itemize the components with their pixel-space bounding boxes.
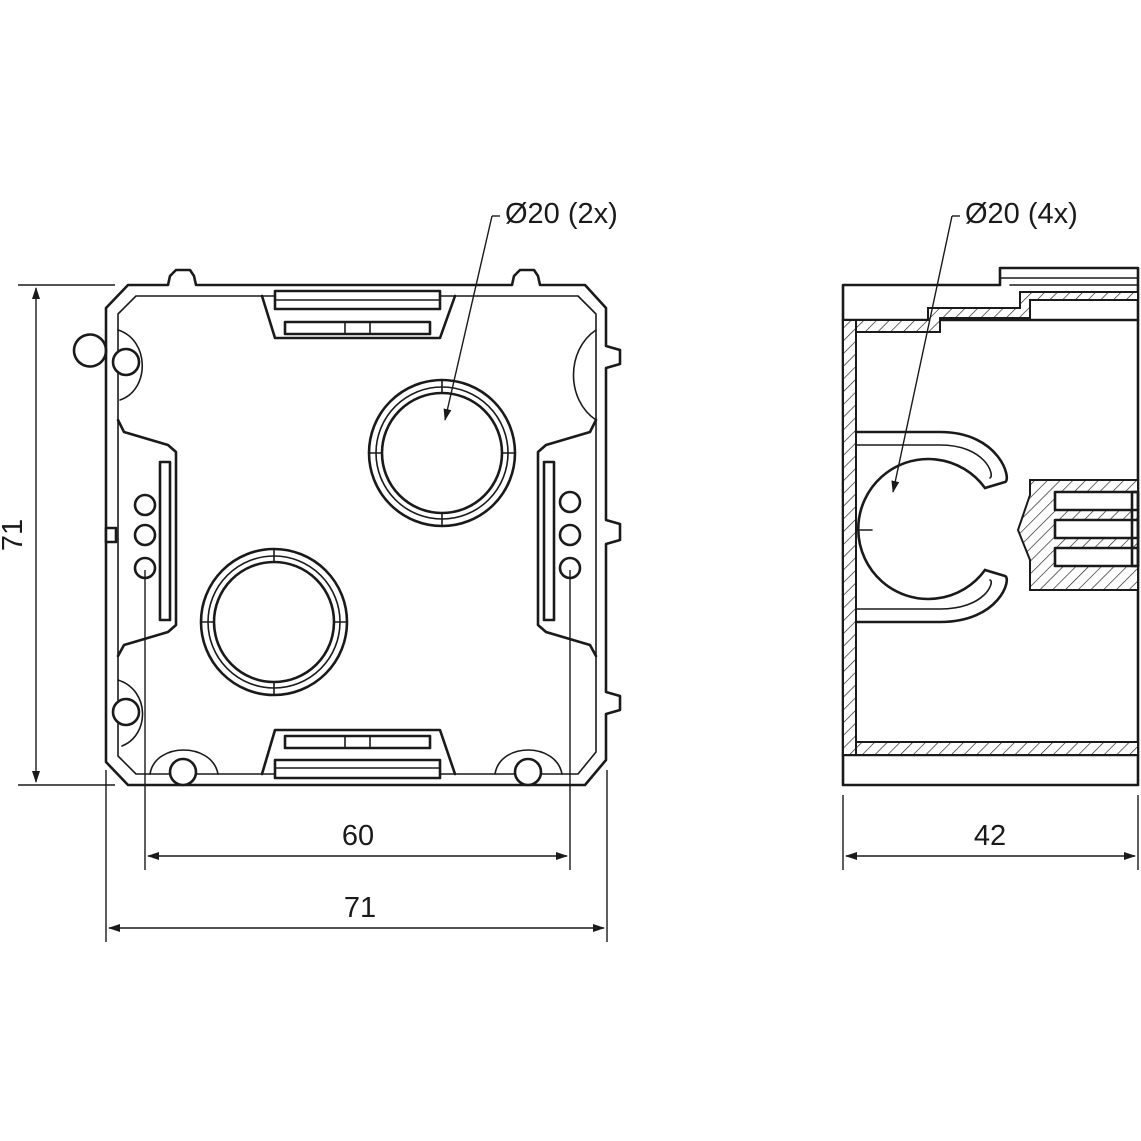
dimension-lines <box>18 284 1139 942</box>
side-view <box>841 215 1140 787</box>
side-top-wall <box>855 291 1139 333</box>
knockout-hole-lower <box>199 547 349 697</box>
front-hole-callout: Ø20 (2x) <box>505 198 618 230</box>
box-outer-outline <box>104 268 622 787</box>
inner-width-dimension-label: 60 <box>342 820 374 852</box>
outer-width-dimension-label: 71 <box>344 892 376 924</box>
corner-slots <box>72 329 597 787</box>
height-dimension-label: 71 <box>0 519 29 551</box>
side-outer-outline <box>841 266 1140 787</box>
right-rail <box>536 418 598 658</box>
side-knockout-hole <box>854 430 1009 624</box>
box-inner-outline <box>117 295 597 775</box>
front-view <box>72 215 622 787</box>
left-rail <box>104 418 178 658</box>
knockout-hole-upper <box>367 378 517 528</box>
side-hole-leader <box>891 215 953 493</box>
side-bottom-wall <box>855 741 1139 756</box>
bottom-clip <box>260 728 457 780</box>
side-hole-callout: Ø20 (4x) <box>965 198 1078 230</box>
side-grip-fins <box>1016 479 1140 591</box>
top-clip <box>260 289 457 340</box>
front-hole-leader <box>443 215 493 421</box>
side-left-wall <box>842 319 857 756</box>
depth-dimension-label: 42 <box>974 820 1006 852</box>
